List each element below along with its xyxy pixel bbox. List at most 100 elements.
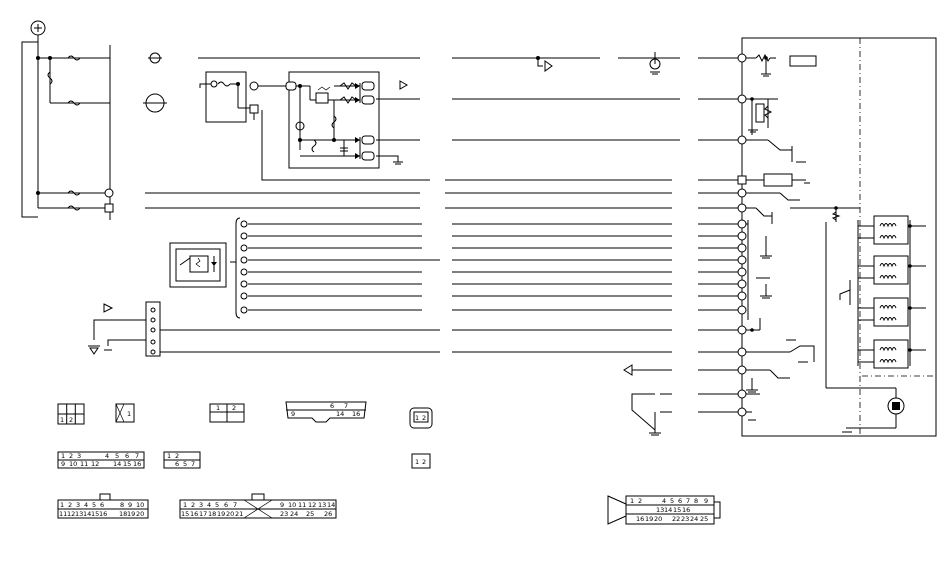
pin-label: 25 <box>700 515 708 523</box>
pin-label: 13 <box>318 501 326 509</box>
pin-label: 2 <box>638 497 642 505</box>
terminal-icon <box>104 203 114 213</box>
connector-c9: 1 2 3 4 5 6 8 9 10 11 12 13 14 15 16 18 … <box>57 493 149 519</box>
pin-label: 4 <box>84 501 88 509</box>
injector-coils <box>857 215 926 369</box>
pin-label: 11 <box>59 510 67 518</box>
pin-label: 5 <box>92 501 96 509</box>
transistor-icon <box>315 92 329 104</box>
signal-arrow-icon <box>623 364 633 376</box>
pin-label: 15 <box>123 460 131 468</box>
pin-label: 19 <box>127 510 135 518</box>
battery-power-section <box>21 20 167 220</box>
wire-bundle <box>230 217 738 319</box>
connector-c5: 1 2 1 2 <box>409 407 433 469</box>
pin-label: 2 <box>69 452 73 460</box>
pin-label: 6 <box>125 452 129 460</box>
pin-label: 5 <box>183 460 187 468</box>
pin-label: 24 <box>290 510 298 518</box>
signal-arrow-icon <box>103 303 114 313</box>
pin-label: 26 <box>324 510 332 518</box>
pin-label: 9 <box>291 410 295 418</box>
pin-label: 11 <box>298 501 306 509</box>
pin-label: 22 <box>672 515 680 523</box>
pin-label: 21 <box>235 510 243 518</box>
pin-label: 16 <box>190 510 198 518</box>
pin-label: 2 <box>68 501 72 509</box>
pin-label: 2 <box>69 416 73 424</box>
fuse-icon <box>67 190 81 196</box>
pin-label: 14 <box>83 510 91 518</box>
pin-label: 15 <box>181 510 189 518</box>
connector-c6: 1 2 3 4 5 6 7 9 10 11 12 14 15 16 <box>57 451 145 469</box>
pin-label: 13 <box>75 510 83 518</box>
pin-label: 9 <box>61 460 65 468</box>
pin-label: 12 <box>91 460 99 468</box>
pin-label: 1 <box>60 501 64 509</box>
fuse-icon <box>67 205 81 211</box>
connector-c3: 1 2 <box>209 403 245 423</box>
pin-label: 6 <box>100 501 104 509</box>
pin-label: 6 <box>330 402 334 410</box>
pin-label: 1 <box>415 458 419 466</box>
pin-label: 14 <box>664 506 672 514</box>
relay-box <box>205 71 247 123</box>
pin-label: 2 <box>422 458 426 466</box>
pin-label: 17 <box>199 510 207 518</box>
pin-label: 6 <box>224 501 228 509</box>
sensor-icon <box>649 58 661 70</box>
relay-section <box>199 71 430 181</box>
pin-label: 16 <box>682 506 690 514</box>
pin-label: 8 <box>120 501 124 509</box>
pin-label: 4 <box>662 497 666 505</box>
pin-label: 3 <box>199 501 203 509</box>
pin-label: 2 <box>232 404 236 412</box>
pin-label: 1 <box>415 414 419 422</box>
pin-label: 7 <box>686 497 690 505</box>
pin-label: 2 <box>175 452 179 460</box>
connector-views: 1 2 1 1 2 6 7 9 14 16 <box>57 401 721 525</box>
pin-label: 23 <box>681 515 689 523</box>
pin-label: 1 <box>60 416 64 424</box>
pin-label: 1 <box>216 404 220 412</box>
signal-arrow-icon <box>544 60 553 72</box>
pin-label: 18 <box>119 510 127 518</box>
connector-c10: 1 2 3 4 5 6 7 9 10 11 12 13 14 15 16 17 … <box>179 493 337 519</box>
pin-label: 11 <box>80 460 88 468</box>
connector-c1: 1 2 <box>57 403 85 425</box>
pin-label: 10 <box>136 501 144 509</box>
pin-label: 7 <box>191 460 195 468</box>
pin-label: 10 <box>69 460 77 468</box>
pin-label: 23 <box>280 510 288 518</box>
pin-label: 1 <box>630 497 634 505</box>
label-box <box>789 55 817 67</box>
pin-label: 14 <box>113 460 121 468</box>
pin-label: 5 <box>670 497 674 505</box>
harness-lines <box>145 52 738 436</box>
ground-connector <box>88 301 180 357</box>
pin-label: 2 <box>422 414 426 422</box>
pin-label: 19 <box>645 515 653 523</box>
connector-c2: 1 <box>115 403 135 423</box>
signal-arrow-icon <box>399 80 409 90</box>
pin-label: 6 <box>678 497 682 505</box>
connector-c7: 1 2 6 5 7 <box>163 451 201 469</box>
pin-label: 5 <box>215 501 219 509</box>
pin-label: 2 <box>191 501 195 509</box>
pin-label: 13 <box>656 506 664 514</box>
pin-label: 18 <box>208 510 216 518</box>
pin-label: 19 <box>217 510 225 518</box>
pin-label: 3 <box>76 501 80 509</box>
pin-label: 12 <box>308 501 316 509</box>
pin-label: 25 <box>306 510 314 518</box>
pin-label: 14 <box>327 501 335 509</box>
pin-label: 24 <box>690 515 698 523</box>
pin-label: 16 <box>99 510 107 518</box>
connector-c11: 1 2 4 5 6 7 8 9 13 14 15 16 16 19 20 22 … <box>607 495 721 525</box>
ecu-module <box>737 37 937 437</box>
pin-label: 1 <box>61 452 65 460</box>
fuse-icon <box>47 71 53 85</box>
sensor-module <box>169 242 227 288</box>
pin-label: 16 <box>352 410 360 418</box>
